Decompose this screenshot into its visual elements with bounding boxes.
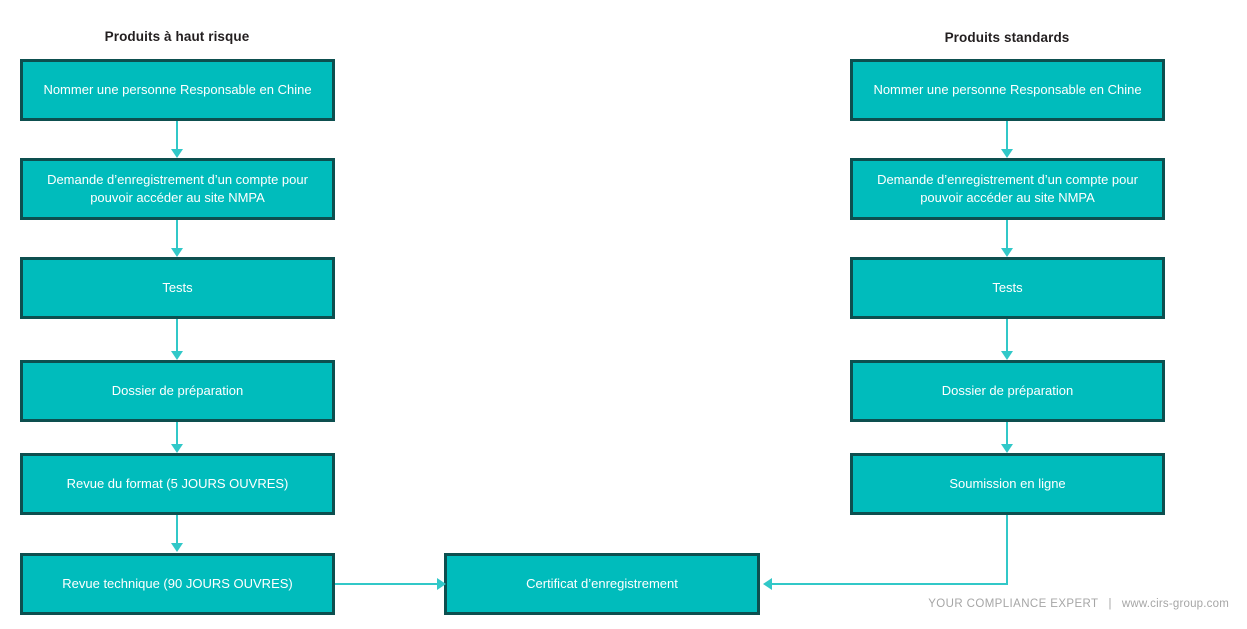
- connector-left-2-3: [176, 220, 178, 249]
- node-right-account-registration[interactable]: Demande d’enregistrement d’un compte pou…: [850, 158, 1165, 220]
- connector-left-3-4: [176, 319, 178, 351]
- node-right-dossier-preparation[interactable]: Dossier de préparation: [850, 360, 1165, 422]
- footer: YOUR COMPLIANCE EXPERT | www.cirs-group.…: [928, 598, 1229, 610]
- node-label: Revue du format (5 JOURS OUVRES): [66, 475, 289, 491]
- footer-website[interactable]: www.cirs-group.com: [1121, 598, 1229, 610]
- connector-left-to-certificate: [335, 583, 440, 585]
- node-left-dossier-preparation[interactable]: Dossier de préparation: [20, 360, 335, 422]
- arrow-right-4-5-icon: [1001, 444, 1013, 453]
- node-right-online-submission[interactable]: Soumission en ligne: [850, 453, 1165, 515]
- footer-tagline: YOUR COMPLIANCE EXPERT: [928, 598, 1099, 610]
- node-registration-certificate[interactable]: Certificat d’enregistrement: [444, 553, 760, 615]
- connector-left-5-6: [176, 515, 178, 544]
- arrow-left-4-5-icon: [171, 444, 183, 453]
- connector-right-2-3: [1006, 220, 1008, 249]
- connector-left-1-2: [176, 121, 178, 150]
- node-left-format-review[interactable]: Revue du format (5 JOURS OUVRES): [20, 453, 335, 515]
- arrow-left-3-4-icon: [171, 351, 183, 360]
- node-label: Certificat d’enregistrement: [526, 575, 678, 591]
- node-label: Dossier de préparation: [111, 382, 244, 398]
- node-label: Demande d’enregistrement d’un compte pou…: [47, 171, 308, 205]
- node-label: Nommer une personne Responsable en Chine: [43, 81, 312, 97]
- connector-right-to-certificate-vertical: [1006, 515, 1008, 585]
- node-left-account-registration[interactable]: Demande d’enregistrement d’un compte pou…: [20, 158, 335, 220]
- node-label: Nommer une personne Responsable en Chine: [873, 81, 1142, 97]
- column-title-standard: Produits standards: [944, 30, 1070, 45]
- node-label: Tests: [162, 279, 193, 295]
- arrow-left-5-6-icon: [171, 543, 183, 552]
- connector-right-to-certificate-horizontal: [772, 583, 1008, 585]
- node-label: Dossier de préparation: [941, 382, 1074, 398]
- arrow-left-1-2-icon: [171, 149, 183, 158]
- footer-separator: |: [1108, 598, 1112, 610]
- connector-right-3-4: [1006, 319, 1008, 351]
- node-label: Soumission en ligne: [949, 475, 1066, 491]
- column-title-high-risk: Produits à haut risque: [104, 29, 250, 44]
- connector-right-1-2: [1006, 121, 1008, 150]
- arrow-right-1-2-icon: [1001, 149, 1013, 158]
- node-right-tests[interactable]: Tests: [850, 257, 1165, 319]
- node-label: Revue technique (90 JOURS OUVRES): [62, 575, 293, 591]
- arrow-left-2-3-icon: [171, 248, 183, 257]
- node-label: Tests: [992, 279, 1023, 295]
- arrow-left-to-certificate-icon: [437, 578, 446, 590]
- node-left-technical-review[interactable]: Revue technique (90 JOURS OUVRES): [20, 553, 335, 615]
- arrow-right-to-certificate-icon: [763, 578, 772, 590]
- connector-right-4-5: [1006, 422, 1008, 444]
- node-label: Demande d’enregistrement d’un compte pou…: [877, 171, 1138, 205]
- arrow-right-2-3-icon: [1001, 248, 1013, 257]
- connector-left-4-5: [176, 422, 178, 444]
- node-left-tests[interactable]: Tests: [20, 257, 335, 319]
- node-left-appoint-responsible-person[interactable]: Nommer une personne Responsable en Chine: [20, 59, 335, 121]
- arrow-right-3-4-icon: [1001, 351, 1013, 360]
- node-right-appoint-responsible-person[interactable]: Nommer une personne Responsable en Chine: [850, 59, 1165, 121]
